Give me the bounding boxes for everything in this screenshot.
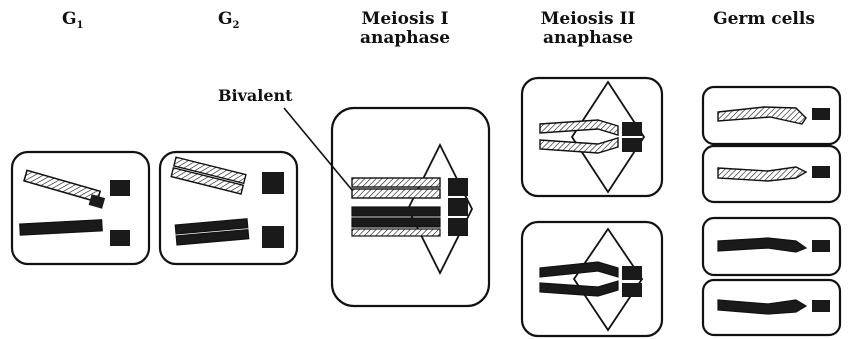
- meiosis2-top-spindle: [572, 82, 644, 192]
- g2-chromosome-dark: [175, 219, 248, 245]
- germ-cell-4-chromosome: [718, 300, 806, 314]
- germ-cell-1-chromosome: [718, 107, 806, 124]
- g1-chromosome-light-tip: [89, 194, 105, 208]
- germ-cell-2: [703, 146, 840, 202]
- g2-centromere-bottom: [262, 226, 284, 248]
- germ-cell-3: [703, 218, 840, 275]
- g2-chromosome-light: [171, 157, 246, 194]
- meiosis2-top-chromatids: [540, 120, 618, 153]
- meiosis1-bivalent: [352, 178, 440, 236]
- germ-cell-3-centromere: [812, 240, 830, 252]
- meiosis2-cell-top-box: [522, 78, 662, 196]
- germ-cell-2-chromosome: [718, 167, 806, 181]
- g1-chromosome-dark: [20, 220, 102, 235]
- meiosis1-cell: [332, 108, 489, 306]
- g1-centromere-top: [110, 180, 130, 196]
- g1-cell: [12, 152, 149, 264]
- bivalent-pointer-line: [284, 108, 352, 190]
- germ-cell-1-centromere: [812, 108, 830, 120]
- meiosis2-cell-top: [522, 78, 662, 196]
- germ-cell-1: [703, 87, 840, 144]
- germ-cell-2-centromere: [812, 166, 830, 178]
- g1-cell-box: [12, 152, 149, 264]
- germ-cell-4-centromere: [812, 300, 830, 312]
- g2-cell: [160, 152, 297, 264]
- meiosis1-centromere-3: [448, 218, 468, 236]
- meiosis2-bottom-centromere-2: [622, 283, 642, 297]
- meiosis2-top-centromere-2: [622, 138, 642, 152]
- meiosis2-cell-bottom: [522, 222, 662, 336]
- meiosis2-bottom-centromere-1: [622, 266, 642, 280]
- meiosis2-top-centromere-1: [622, 122, 642, 136]
- meiosis1-centromere-2: [448, 198, 468, 216]
- germ-cell-3-chromosome: [718, 238, 806, 252]
- g1-centromere-bottom: [110, 230, 130, 246]
- g2-centromere-top: [262, 172, 284, 194]
- g1-chromosome-light: [24, 170, 100, 202]
- germ-cell-4: [703, 280, 840, 335]
- meiosis1-centromere-1: [448, 178, 468, 196]
- meiosis2-bottom-chromatids: [540, 262, 618, 296]
